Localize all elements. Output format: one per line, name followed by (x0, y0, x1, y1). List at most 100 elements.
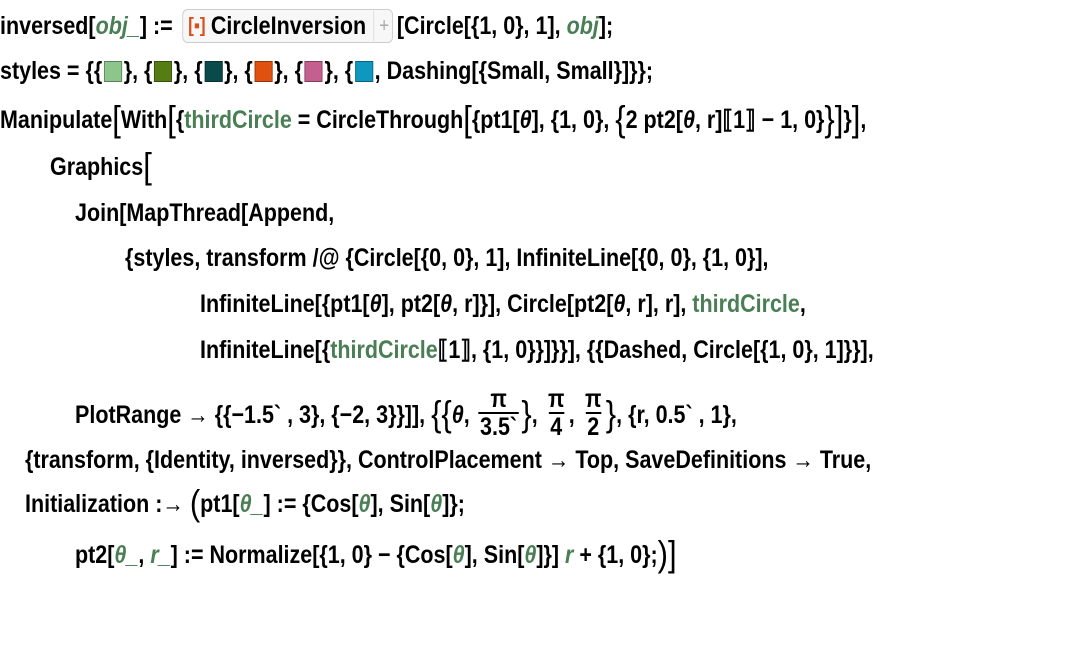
code-token: pt1[ (200, 490, 240, 518)
code-token: θ (369, 290, 382, 318)
bracket-token: } (824, 98, 835, 139)
color-swatch[interactable] (154, 60, 173, 82)
fraction-denominator: 2 (585, 412, 601, 441)
color-swatch[interactable] (304, 60, 323, 82)
bracket-token: [ (112, 98, 121, 139)
resource-function-button[interactable]: [▪]CircleInversion+ (182, 9, 394, 43)
code-token: θ (519, 106, 532, 134)
code-token: {pt1[ (471, 106, 520, 134)
code-token: [Circle[{1, 0}, 1], (396, 12, 567, 40)
code-token: θ (613, 290, 626, 318)
bracket-token: } (521, 393, 532, 434)
symbol-token: θ (452, 541, 465, 569)
code-token: 2 pt2[ (625, 106, 683, 134)
code-token: ], Sin[ (370, 490, 431, 518)
symbol-token: r (565, 541, 574, 569)
bracket-token: { (615, 98, 626, 139)
symbol-token: θ (430, 490, 443, 518)
code-token: θ (451, 401, 464, 429)
code-token: Join[MapThread[Append, (75, 199, 335, 227)
code-token: InfiniteLine[{pt1[ (200, 290, 370, 318)
code-token: } (843, 106, 852, 134)
symbol-token: obj_ (95, 12, 140, 40)
fraction-denominator: 4 (548, 412, 564, 441)
code-line[interactable]: inversed[obj_] := [▪]CircleInversion+[Ci… (0, 9, 613, 43)
code-token: }, { (324, 57, 354, 85)
fraction-numerator: π (548, 385, 565, 413)
resource-function-icon: [▪] (188, 15, 206, 37)
code-token: inversed[ (0, 12, 96, 40)
code-token: {transform, {Identity, inversed}}, Contr… (25, 446, 872, 474)
resource-function-label: CircleInversion (210, 12, 367, 40)
code-token: , r]⟦1⟧ − 1, 0} (694, 106, 825, 134)
bracket-token: { (441, 393, 452, 434)
code-token: Graphics (50, 153, 144, 181)
code-token: , (531, 401, 544, 429)
bracket-token: ] (834, 98, 844, 139)
code-token: ]}; (442, 490, 465, 518)
color-swatch[interactable] (354, 60, 373, 82)
code-token: , (860, 106, 867, 134)
code-token: InfiniteLine[{ (200, 336, 331, 364)
code-token: , (799, 290, 806, 318)
code-line[interactable]: {styles, transform /@ {Circle[{0, 0}, 1]… (125, 243, 768, 273)
bracket-token: ] (667, 533, 677, 574)
code-line[interactable]: InfiniteLine[{pt1[θ], pt2[θ, r]}], Circl… (200, 289, 806, 319)
code-token: ] := Normalize[{1, 0} − {Cos[ (170, 541, 453, 569)
code-token: }, { (274, 57, 303, 85)
color-swatch[interactable] (204, 60, 223, 82)
color-swatch[interactable] (254, 60, 273, 82)
code-line[interactable]: {transform, {Identity, inversed}}, Contr… (25, 445, 871, 475)
code-token: {styles, transform /@ {Circle[{0, 0}, 1]… (125, 244, 769, 272)
expand-plus-icon[interactable]: + (373, 11, 389, 41)
bracket-token: { (431, 393, 442, 434)
color-swatch[interactable] (103, 60, 122, 82)
symbol-token: thirdCircle (330, 336, 438, 364)
symbol-token: θ_ (239, 490, 264, 518)
code-token: Manipulate (0, 106, 113, 134)
code-token: θ (682, 106, 695, 134)
code-token: ]}] (536, 541, 566, 569)
symbol-token: thirdCircle (184, 106, 292, 134)
code-token: With (120, 106, 168, 134)
code-line[interactable]: Initialization :→ (pt1[θ_] := {Cos[θ], S… (25, 482, 465, 523)
code-token: }, { (224, 57, 253, 85)
code-token: , r], r], (625, 290, 693, 318)
code-token: pt2[ (75, 541, 115, 569)
code-token: θ (440, 290, 453, 318)
code-line[interactable]: InfiniteLine[{thirdCircle⟦1⟧, {1, 0}}]}}… (200, 335, 874, 365)
code-line[interactable]: Graphics[ (50, 148, 152, 184)
code-line[interactable]: styles = {{ }, { }, { }, { }, { }, { , Dashing… (0, 56, 653, 86)
bracket-token: ) (657, 533, 668, 574)
bracket-token: ( (189, 482, 201, 523)
code-token: , r]}], Circle[pt2[ (452, 290, 614, 318)
bracket-token: } (605, 393, 617, 434)
code-token: ], Sin[ (464, 541, 525, 569)
symbol-token: obj (566, 12, 599, 40)
code-line[interactable]: Join[MapThread[Append, (75, 198, 334, 228)
code-token: , Dashing[{Small, Small}]}}; (374, 57, 654, 85)
symbol-token: thirdCircle (692, 290, 800, 318)
bracket-token: [ (167, 98, 176, 139)
symbol-token: θ_ (114, 541, 139, 569)
code-token: }, { (173, 57, 203, 85)
symbol-token: r_ (150, 541, 171, 569)
bracket-token: ] (851, 98, 861, 139)
code-token: ] := (139, 12, 179, 40)
code-token: }, { (123, 57, 153, 85)
code-token: + {1, 0}; (573, 541, 658, 569)
code-token: , (568, 401, 581, 429)
code-token: ] := {Cos[ (263, 490, 359, 518)
code-token: styles = {{ (0, 57, 103, 85)
fraction-denominator: 3.5` (478, 412, 519, 441)
code-line[interactable]: Manipulate[With[{thirdCircle = CircleThr… (0, 98, 867, 139)
code-line[interactable]: PlotRange → {{−1.5` , 3}, {−2, 3}}]], {{… (75, 386, 737, 442)
bracket-token: [ (463, 98, 472, 139)
code-line[interactable]: pt2[θ_, r_] := Normalize[{1, 0} − {Cos[θ… (75, 533, 677, 574)
fraction-numerator: π (490, 385, 507, 413)
code-token: { (175, 106, 185, 134)
code-token: ], {1, 0}, (531, 106, 616, 134)
